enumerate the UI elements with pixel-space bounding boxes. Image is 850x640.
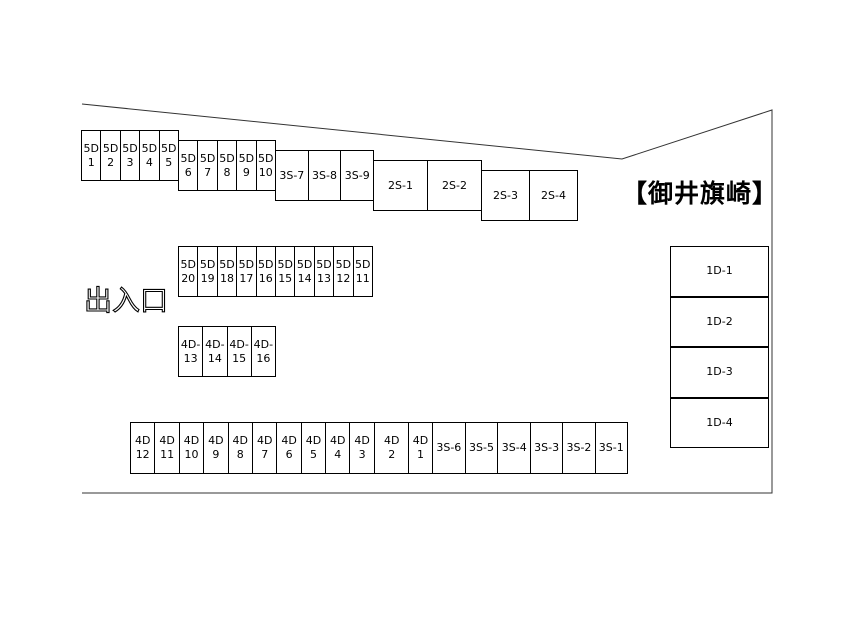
- parking-spot: 5D 14: [294, 246, 315, 297]
- parking-spot: 4D 3: [349, 422, 375, 474]
- parking-spot: 2S-3: [481, 170, 530, 221]
- parking-spot: 4D 5: [300, 422, 327, 474]
- parking-spot: 2S-1: [373, 160, 428, 211]
- parking-spot: 5D 8: [216, 140, 238, 191]
- parking-spot: 4D- 14: [202, 326, 228, 377]
- parking-spot: 5D 18: [216, 246, 238, 297]
- parking-spot: 3S-8: [307, 150, 342, 201]
- parking-spot: 5D 13: [313, 246, 335, 297]
- parking-spot: 3S-4: [497, 422, 532, 474]
- parking-spot: 5D 1: [81, 130, 102, 181]
- entrance-label: 出入口: [83, 283, 169, 317]
- lot-boundary-line: [81, 103, 773, 494]
- parking-spot: 4D 11: [154, 422, 180, 474]
- parking-spot: 4D- 15: [226, 326, 252, 377]
- parking-spot: 5D 12: [333, 246, 354, 297]
- parking-spot: 1D-3: [670, 347, 769, 398]
- parking-spot: 5D 6: [178, 140, 199, 191]
- parking-spot: 4D 9: [203, 422, 229, 474]
- parking-spot: 5D 16: [255, 246, 276, 297]
- parking-spot: 5D 4: [139, 130, 160, 181]
- parking-spot: 4D- 16: [250, 326, 276, 377]
- parking-spot: 5D 5: [158, 130, 179, 181]
- parking-spot: 3S-1: [594, 422, 628, 474]
- parking-spot: 5D 20: [178, 246, 199, 297]
- parking-spot: 4D 12: [130, 422, 156, 474]
- parking-spot: 5D 19: [197, 246, 218, 297]
- parking-spot: 1D-1: [670, 246, 769, 297]
- parking-spot: 4D 6: [276, 422, 302, 474]
- parking-spot: 2S-4: [529, 170, 578, 221]
- parking-spot: 4D 8: [227, 422, 253, 474]
- parking-spot: 2S-2: [427, 160, 482, 211]
- lot-title: 【御井旗崎】: [622, 179, 779, 208]
- parking-spot: 3S-3: [530, 422, 564, 474]
- parking-spot: 4D 10: [178, 422, 205, 474]
- parking-spot: 5D 2: [100, 130, 121, 181]
- parking-spot: 3S-6: [432, 422, 466, 474]
- parking-spot: 4D 4: [325, 422, 351, 474]
- parking-spot: 5D 9: [236, 140, 257, 191]
- parking-spot: 4D 1: [408, 422, 433, 474]
- parking-spot: 4D- 13: [178, 326, 204, 377]
- parking-spot: 5D 15: [275, 246, 296, 297]
- parking-spot: 5D 7: [197, 140, 218, 191]
- parking-spot: 3S-5: [464, 422, 499, 474]
- parking-spot: 3S-9: [340, 150, 375, 201]
- parking-spot: 4D 2: [374, 422, 410, 474]
- parking-spot: 5D 3: [119, 130, 141, 181]
- parking-spot: 1D-4: [670, 397, 769, 448]
- parking-spot: 1D-2: [670, 296, 769, 347]
- parking-spot: 5D 11: [352, 246, 373, 297]
- parking-spot: 5D 10: [255, 140, 276, 191]
- parking-spot: 5D 17: [236, 246, 257, 297]
- parking-spot: 4D 7: [252, 422, 278, 474]
- parking-spot: 3S-2: [562, 422, 596, 474]
- parking-spot: 3S-7: [275, 150, 309, 201]
